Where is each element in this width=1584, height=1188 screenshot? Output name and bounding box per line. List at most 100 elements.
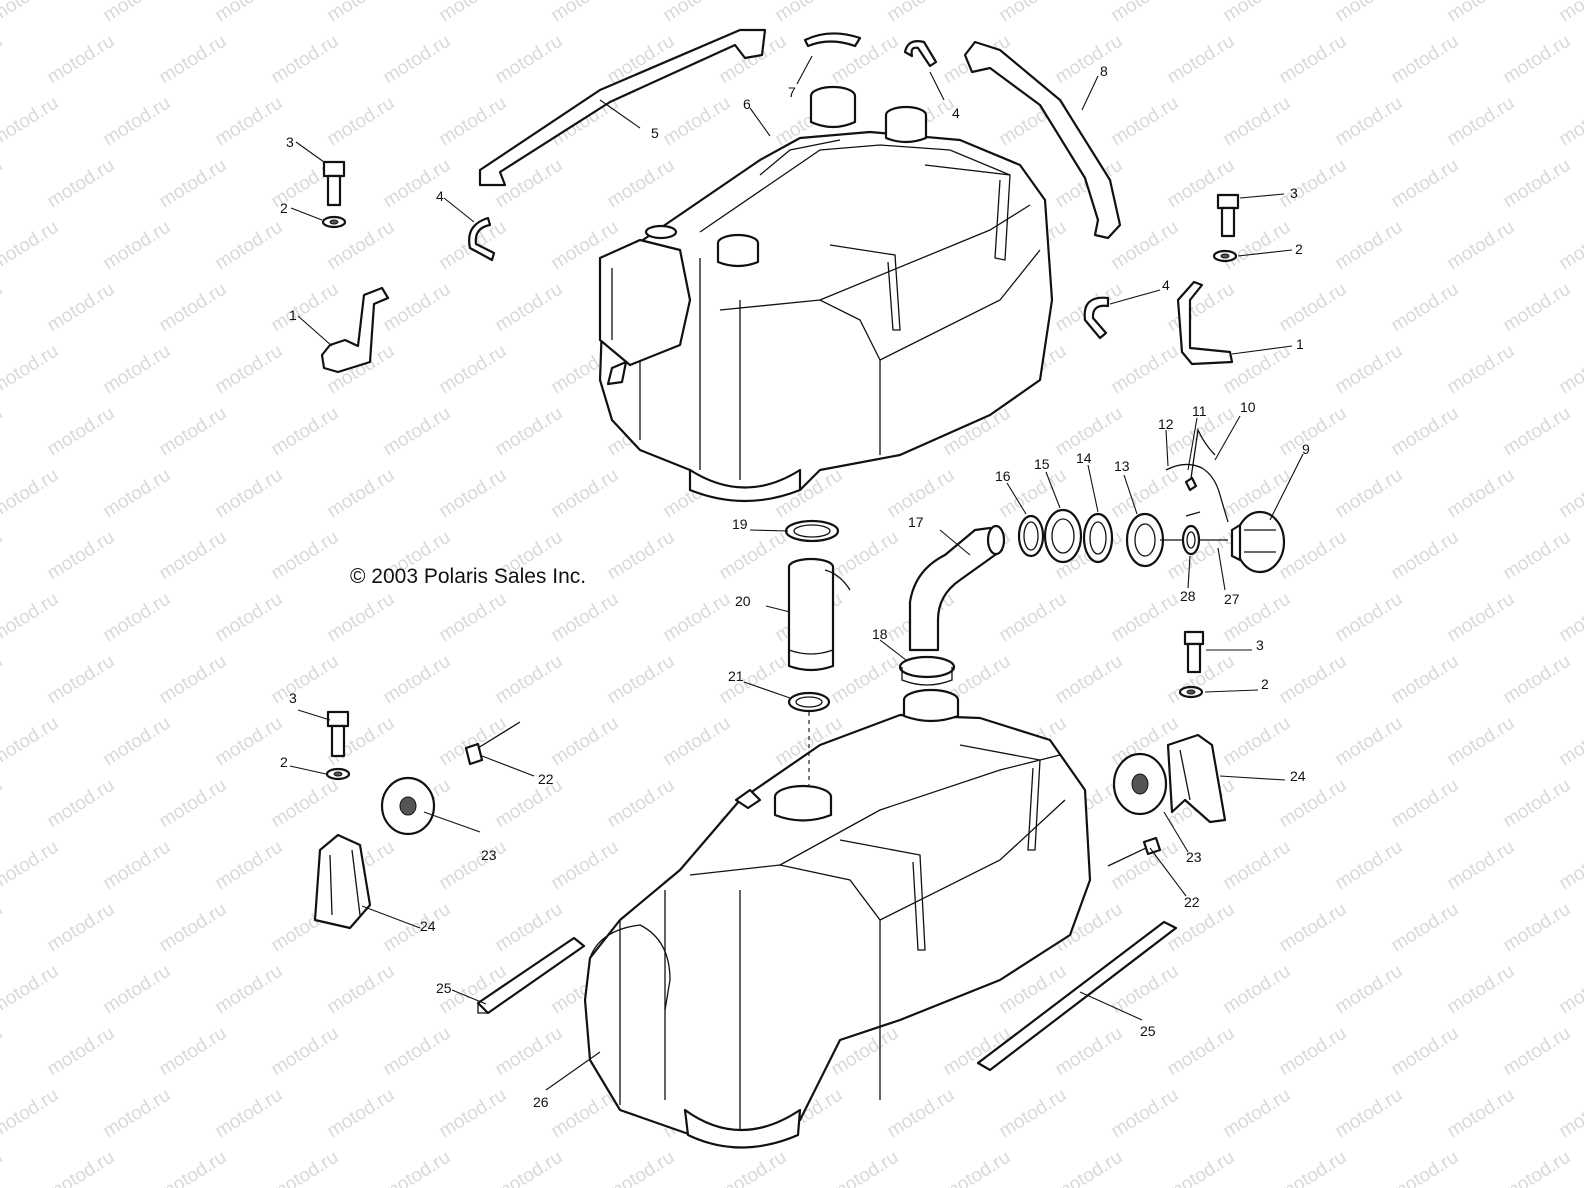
- watermark-text: motod.ru: [1444, 217, 1519, 275]
- watermark-text: motod.ru: [1500, 1147, 1575, 1188]
- watermark-text: motod.ru: [1444, 1085, 1519, 1143]
- rivet-22-right[interactable]: [1107, 836, 1162, 867]
- callout-28: 28: [1180, 588, 1196, 604]
- watermark-text: motod.ru: [1220, 341, 1295, 399]
- callout-22: 22: [1184, 894, 1200, 910]
- adapter-15[interactable]: [1043, 508, 1083, 564]
- watermark-text: motod.ru: [1444, 0, 1519, 26]
- watermark-text: motod.ru: [1276, 403, 1351, 461]
- watermark-text: motod.ru: [1164, 1023, 1239, 1081]
- callout-27: 27: [1224, 591, 1240, 607]
- watermark-text: motod.ru: [156, 1023, 231, 1081]
- gasket-14[interactable]: [1082, 512, 1114, 564]
- watermark-text: motod.ru: [1164, 31, 1239, 89]
- watermark-text: motod.ru: [1276, 899, 1351, 957]
- watermark-text: motod.ru: [1276, 651, 1351, 709]
- watermark-text: motod.ru: [1388, 527, 1463, 585]
- watermark-text: motod.ru: [156, 279, 231, 337]
- callout-4: 4: [952, 105, 960, 121]
- watermark-text: motod.ru: [44, 527, 119, 585]
- callout-24: 24: [420, 918, 436, 934]
- watermark-text: motod.ru: [492, 1023, 567, 1081]
- watermark-text: motod.ru: [996, 1085, 1071, 1143]
- bracket-24-right[interactable]: [1166, 733, 1227, 824]
- washer-2-upper-left[interactable]: [321, 215, 347, 229]
- watermark-text: motod.ru: [1108, 0, 1183, 26]
- callout-20: 20: [735, 593, 751, 609]
- watermark-text: motod.ru: [1052, 1147, 1127, 1188]
- washer-2-upper-right[interactable]: [1212, 249, 1238, 263]
- gasket-21[interactable]: [787, 691, 831, 785]
- bumper-23-right[interactable]: [1112, 752, 1168, 816]
- watermark-text: motod.ru: [492, 403, 567, 461]
- watermark-text: motod.ru: [0, 155, 6, 213]
- clamp-16[interactable]: [1017, 514, 1045, 558]
- watermark-text: motod.ru: [0, 1023, 6, 1081]
- watermark-text: motod.ru: [324, 0, 399, 26]
- watermark-text: motod.ru: [44, 279, 119, 337]
- callout-25: 25: [436, 980, 452, 996]
- watermark-text: motod.ru: [1556, 93, 1584, 151]
- watermark-text: motod.ru: [492, 1147, 567, 1188]
- bolt-3-lower-right[interactable]: [1183, 630, 1205, 674]
- cap-9[interactable]: [1230, 510, 1286, 574]
- oring-28[interactable]: [1181, 524, 1201, 556]
- watermark-text: motod.ru: [436, 837, 511, 895]
- clip-7[interactable]: [803, 32, 862, 48]
- watermark-text: motod.ru: [1052, 31, 1127, 89]
- bracket-24-left[interactable]: [313, 833, 372, 930]
- watermark-text: motod.ru: [1108, 93, 1183, 151]
- copyright-notice: © 2003 Polaris Sales Inc.: [350, 565, 586, 588]
- bolt-3-lower-left[interactable]: [326, 710, 350, 758]
- watermark-text: motod.ru: [1444, 465, 1519, 523]
- watermark-text: motod.ru: [1556, 713, 1584, 771]
- watermark-text: motod.ru: [156, 155, 231, 213]
- lower-fuel-tank[interactable]: [583, 688, 1092, 1149]
- watermark-text: motod.ru: [44, 1147, 119, 1188]
- watermark-text: motod.ru: [1332, 1085, 1407, 1143]
- strap-8[interactable]: [963, 40, 1122, 240]
- bolt-3-upper-left[interactable]: [322, 160, 346, 207]
- watermark-text: motod.ru: [0, 1147, 6, 1188]
- pad-25-right[interactable]: [976, 920, 1178, 1072]
- clip-4-left[interactable]: [468, 216, 496, 262]
- clamp-18[interactable]: [898, 655, 956, 686]
- tether-10-11-12[interactable]: [1165, 427, 1229, 523]
- watermark-text: motod.ru: [1220, 837, 1295, 895]
- sender-20[interactable]: [787, 557, 851, 672]
- watermark-text: motod.ru: [1444, 93, 1519, 151]
- bumper-23-left[interactable]: [380, 776, 436, 836]
- watermark-text: motod.ru: [380, 1023, 455, 1081]
- ring-19[interactable]: [784, 519, 840, 543]
- watermark-text: motod.ru: [1444, 837, 1519, 895]
- upper-fuel-tank[interactable]: [598, 85, 1054, 503]
- watermark-text: motod.ru: [1108, 589, 1183, 647]
- rivet-22-left[interactable]: [464, 721, 521, 766]
- clip-4-right[interactable]: [1083, 296, 1110, 340]
- watermark-text: motod.ru: [1444, 589, 1519, 647]
- washer-2-lower-left[interactable]: [325, 767, 351, 781]
- watermark-text: motod.ru: [548, 837, 623, 895]
- watermark-text: motod.ru: [156, 899, 231, 957]
- neck-13[interactable]: [1125, 512, 1228, 568]
- watermark-text: motod.ru: [1500, 279, 1575, 337]
- watermark-text: motod.ru: [1388, 1023, 1463, 1081]
- watermark-text: motod.ru: [0, 403, 6, 461]
- washer-2-lower-right[interactable]: [1178, 685, 1204, 699]
- pad-25-left[interactable]: [476, 936, 586, 1015]
- clip-4-top[interactable]: [903, 40, 938, 68]
- watermark-text: motod.ru: [1500, 775, 1575, 833]
- watermark-text: motod.ru: [1500, 899, 1575, 957]
- bolt-3-upper-right[interactable]: [1216, 193, 1240, 238]
- watermark-text: motod.ru: [380, 31, 455, 89]
- strap-5[interactable]: [478, 28, 767, 187]
- watermark-text: motod.ru: [0, 0, 62, 26]
- bracket-1-right[interactable]: [1176, 280, 1234, 366]
- hose-17[interactable]: [908, 524, 1006, 652]
- watermark-text: motod.ru: [1388, 775, 1463, 833]
- watermark-text: motod.ru: [100, 217, 175, 275]
- callout-3: 3: [1290, 185, 1298, 201]
- watermark-text: motod.ru: [436, 93, 511, 151]
- bracket-1-left[interactable]: [320, 286, 390, 374]
